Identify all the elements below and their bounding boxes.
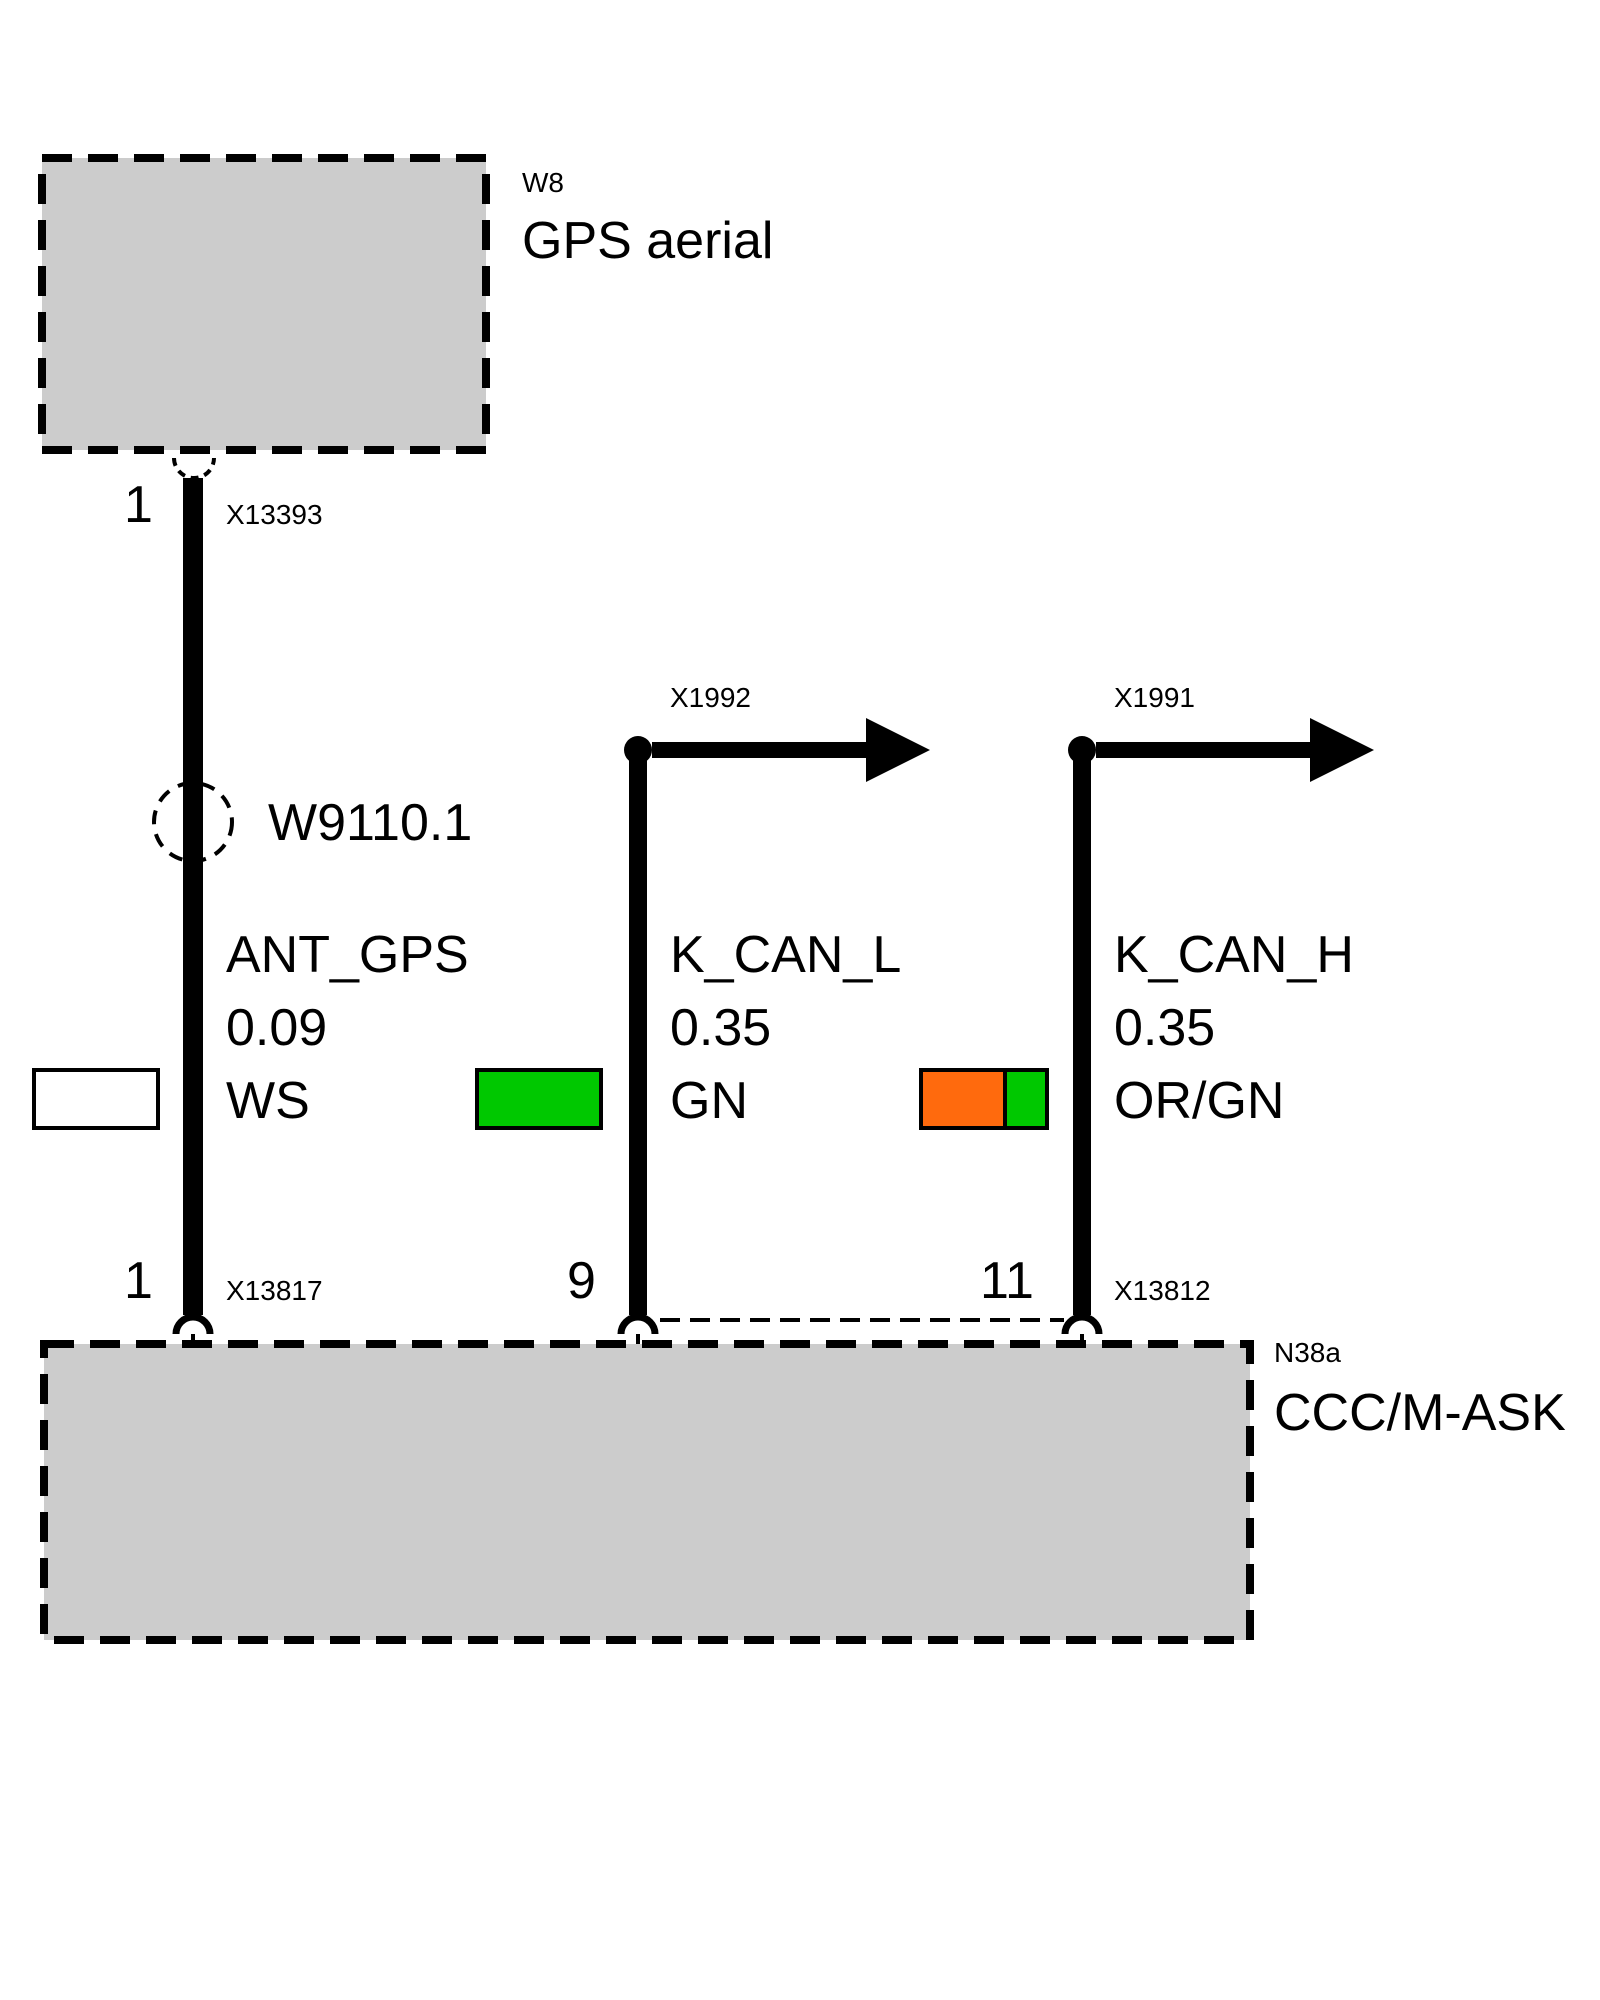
wire-k-can-l-color-swatch	[475, 1068, 603, 1130]
ccc-connector-ant-id: X13817	[226, 1275, 323, 1306]
arrow-right-icon	[1310, 718, 1374, 782]
ccc-id: N38a	[1274, 1337, 1341, 1368]
ccc-connector-can-l	[617, 1313, 659, 1335]
wire-ant-gps-color-swatch	[32, 1068, 160, 1130]
swatch-orange-part	[919, 1068, 1007, 1130]
gps-connector-id: X13393	[226, 499, 323, 530]
wire-k-can-l-junction	[624, 736, 652, 764]
wire-ant-gps-signal: ANT_GPS	[226, 926, 469, 984]
wire-k-can-l-size: 0.35	[670, 999, 771, 1057]
ccc-pin-ant: 1	[124, 1252, 153, 1310]
ccc-name: CCC/M-ASK	[1274, 1384, 1566, 1442]
wire-k-can-h-target: X1991	[1114, 682, 1195, 713]
gps-aerial-box	[38, 154, 490, 454]
wire-k-can-l-color-code: GN	[670, 1072, 748, 1130]
swatch-green-part	[1003, 1068, 1049, 1130]
wire-ant-gps-color-code: WS	[226, 1072, 310, 1130]
ccc-pin-can-l: 9	[567, 1252, 596, 1310]
wire-k-can-h-signal: K_CAN_H	[1114, 926, 1354, 984]
wire-k-can-h-size: 0.35	[1114, 999, 1215, 1057]
ccc-pin-can-h: 11	[980, 1252, 1034, 1310]
ccc-connector-can-h	[1061, 1313, 1103, 1335]
gps-pin-number: 1	[124, 476, 153, 534]
gps-connector-symbol	[172, 457, 216, 480]
wire-k-can-h-color-swatch	[919, 1068, 1049, 1130]
gps-aerial-id: W8	[522, 167, 564, 198]
ccc-connector-can-id: X13812	[1114, 1275, 1211, 1306]
wire-ant-gps-size: 0.09	[226, 999, 327, 1057]
wire-k-can-l-target: X1992	[670, 682, 751, 713]
gps-aerial-name: GPS aerial	[522, 212, 773, 270]
ccc-component[interactable]	[40, 1340, 1254, 1644]
ccc-box	[40, 1340, 1254, 1644]
gps-aerial-component[interactable]	[38, 154, 490, 454]
wire-k-can-h-junction	[1068, 736, 1096, 764]
shield-label: W9110.1	[268, 794, 472, 852]
arrow-right-icon	[866, 718, 930, 782]
ccc-connector-ant	[172, 1313, 214, 1335]
wire-k-can-h-color-code: OR/GN	[1114, 1072, 1284, 1130]
shield-marker	[152, 781, 234, 863]
wire-k-can-l-signal: K_CAN_L	[670, 926, 901, 984]
